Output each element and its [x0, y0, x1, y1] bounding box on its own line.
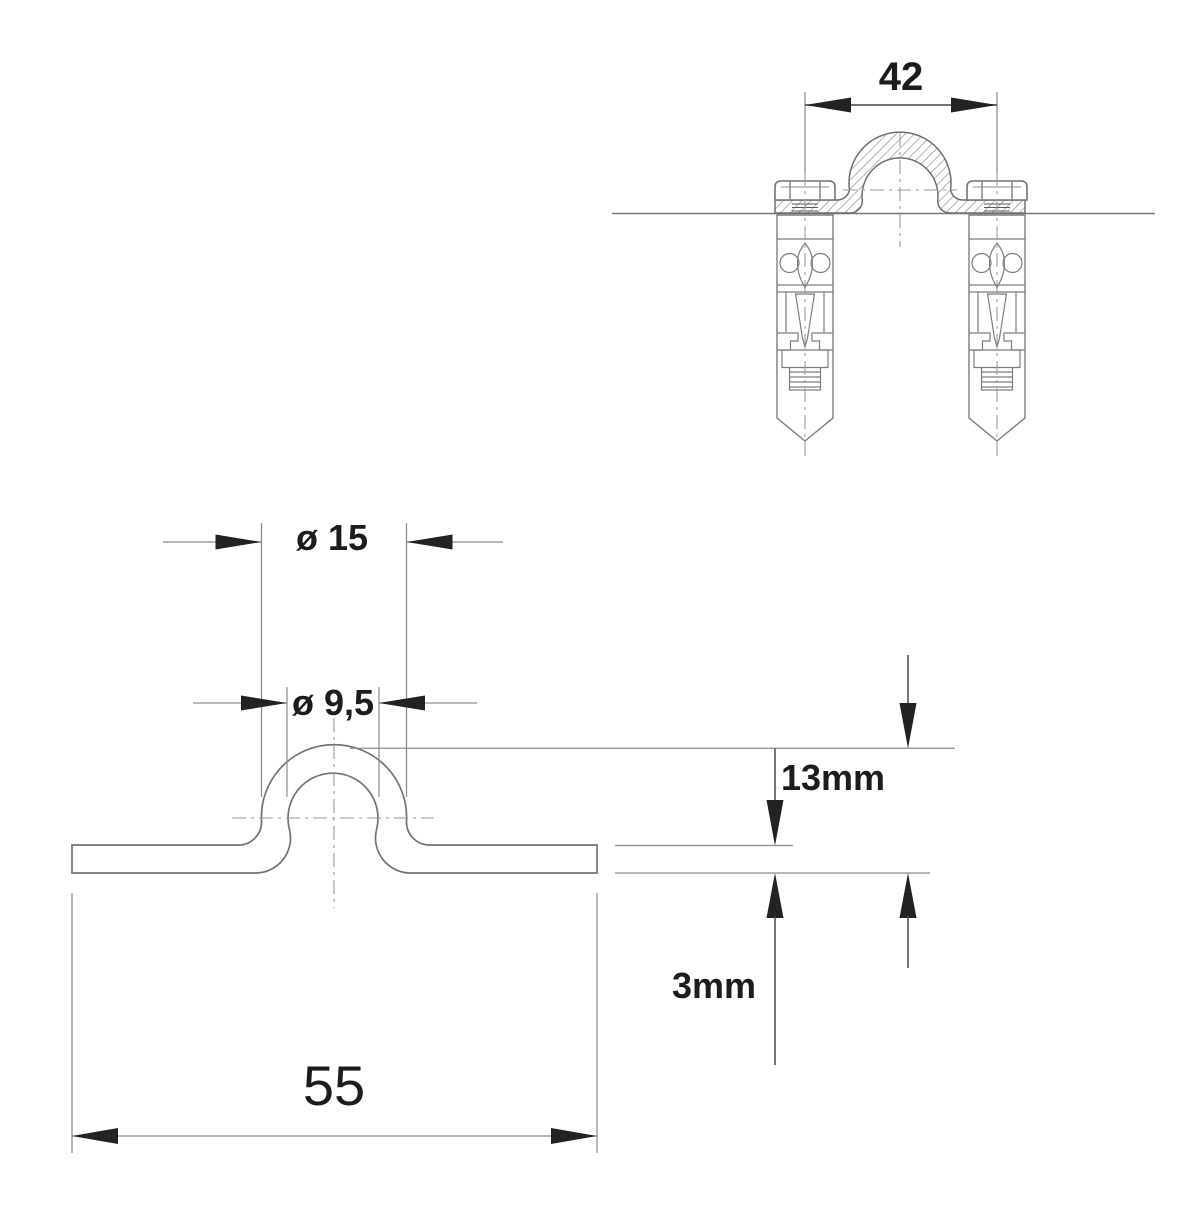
arch-centerlines: [232, 718, 434, 908]
dim-arch-height: 13mm: [766, 655, 917, 846]
pipe-centerlines: [843, 133, 957, 247]
height-extension-lines: [350, 747, 955, 874]
arrow-down-icon: [899, 703, 917, 749]
dim-base-length-label: 55: [303, 1054, 365, 1117]
arrow-right-icon: [551, 1128, 597, 1144]
arrow-left-icon: [406, 534, 453, 550]
dim-42-label: 42: [879, 55, 924, 99]
dim-outer-diameter-label: ø 15: [296, 517, 368, 558]
arrow-right-icon: [241, 695, 287, 711]
arrow-right-icon: [951, 97, 997, 113]
arrow-up-icon: [899, 873, 917, 918]
profile-view: ø 15 ø 9,5 13mm: [71, 517, 955, 1153]
dim-outer-diameter: ø 15: [163, 517, 503, 797]
clamp-cross-section: [774, 131, 1026, 214]
dim-thickness: 3mm: [672, 873, 917, 1065]
installed-view: 42: [612, 55, 1155, 456]
arrow-down-icon: [766, 800, 784, 846]
arrow-right-icon: [215, 534, 262, 550]
clamp-profile-outline: [71, 743, 598, 874]
arrow-left-icon: [72, 1128, 118, 1144]
dim-inner-diameter-label: ø 9,5: [292, 682, 374, 723]
dim-arch-height-label: 13mm: [781, 757, 885, 798]
dim-thickness-label: 3mm: [672, 965, 756, 1006]
arrow-left-icon: [379, 695, 425, 711]
dim-anchor-spacing: 42: [805, 55, 997, 113]
dim-inner-diameter: ø 9,5: [193, 682, 477, 797]
arrow-left-icon: [805, 97, 851, 113]
arrow-up-icon: [766, 873, 784, 918]
dim-base-length: 55: [71, 893, 598, 1153]
